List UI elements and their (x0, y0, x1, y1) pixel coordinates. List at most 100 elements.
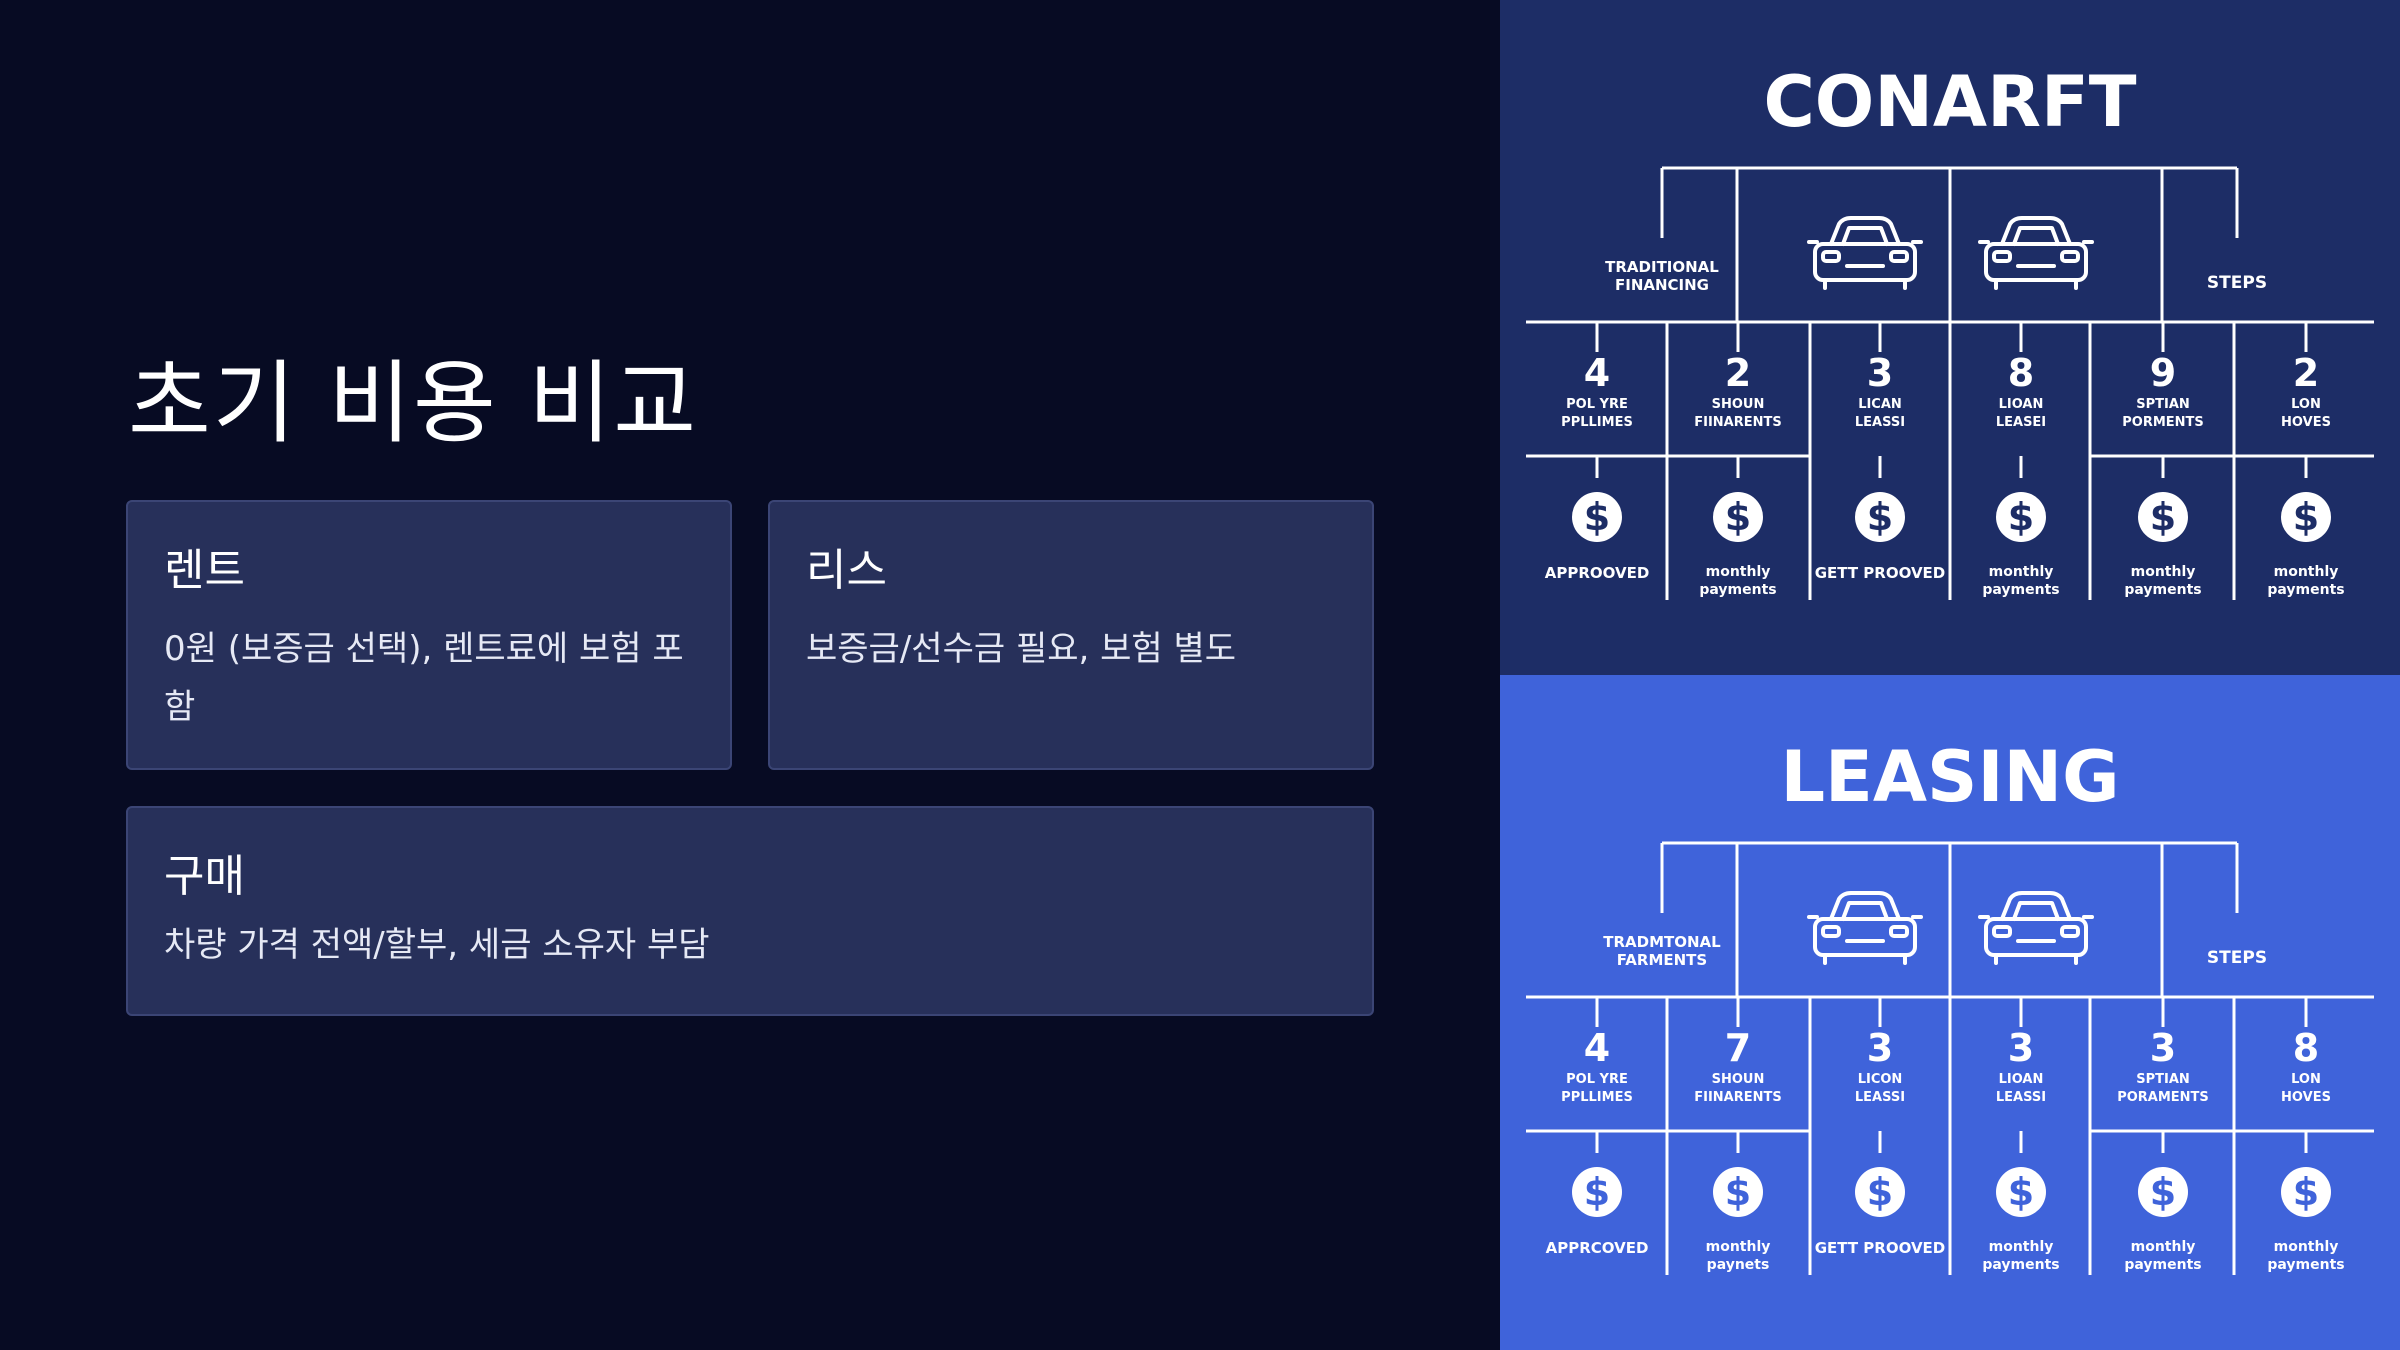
column-6-caption1: monthly (2274, 564, 2339, 580)
column-3-caption: GETT PROOVED (1815, 564, 1946, 582)
column-3-sub2: LEASSI (1855, 415, 1905, 430)
dollar-coin-icon: $ (1855, 492, 1905, 542)
column-6-sub2: HOVES (2281, 1090, 2331, 1105)
column-2-caption1: monthly (1706, 1239, 1771, 1255)
column-5-number: 3 (2150, 1026, 2176, 1070)
slide-content: 초기 비용 비교 렌트 0원 (보증금 선택), 렌트료에 보험 포함 리스 보… (126, 351, 1374, 1016)
column-3-number: 3 (1867, 351, 1893, 395)
car-icon (1807, 216, 1923, 290)
column-4-sub2: LEASEI (1996, 415, 2046, 430)
column-6-number: 2 (2293, 351, 2319, 395)
dollar-coin-icon: $ (1572, 1167, 1622, 1217)
right-label: STEPS (2207, 948, 2267, 968)
column-1-sub1: POL YRE (1566, 397, 1628, 412)
svg-text:$: $ (2150, 1170, 2176, 1214)
car-icon (1978, 216, 2094, 290)
svg-text:$: $ (1725, 1170, 1751, 1214)
slide-title: 초기 비용 비교 (128, 351, 699, 456)
column-3-caption: GETT PROOVED (1815, 1239, 1946, 1257)
dollar-coin-icon: $ (1996, 1167, 2046, 1217)
diagram-lines (1526, 166, 2374, 600)
left-label-line1: TRADMTONAL (1603, 933, 1721, 951)
column-4-caption1: monthly (1989, 1239, 2054, 1255)
rent-card-title: 렌트 (164, 545, 245, 596)
left-label-line2: FARMENTS (1617, 951, 1707, 969)
svg-text:$: $ (2293, 1170, 2319, 1214)
column-2-sub2: FIINARENTS (1694, 415, 1782, 430)
column-3-sub1: LICON (1858, 1072, 1903, 1087)
left-label-line1: TRADITIONAL (1605, 258, 1719, 276)
buy-card-body: 차량 가격 전액/할부, 세금 소유자 부담 (164, 925, 710, 965)
svg-text:$: $ (1584, 495, 1610, 539)
dollar-coin-icon: $ (1713, 1167, 1763, 1217)
lease-card-body: 보증금/선수금 필요, 보험 별도 (806, 629, 1237, 669)
dollar-coin-icon: $ (1855, 1167, 1905, 1217)
svg-text:$: $ (2008, 1170, 2034, 1214)
column-2-sub2: FIINARENTS (1694, 1090, 1782, 1105)
column-6-number: 8 (2293, 1026, 2319, 1070)
column-6-sub2: HOVES (2281, 415, 2331, 430)
column-2-sub1: SHOUN (1712, 397, 1765, 412)
infographic-heading: LEASING (1780, 736, 2119, 818)
column-5-sub1: SPTIAN (2136, 1072, 2190, 1087)
dollar-coin-icon: $ (2281, 492, 2331, 542)
column-6-caption2: payments (2267, 582, 2344, 598)
svg-text:$: $ (1867, 495, 1893, 539)
column-6-caption2: payments (2267, 1257, 2344, 1273)
column-5-sub2: PORMENTS (2122, 415, 2204, 430)
buy-card-title: 구매 (164, 851, 245, 902)
column-3-sub1: LICAN (1858, 397, 1902, 412)
column-4-sub1: LIOAN (1999, 397, 2044, 412)
column-4-caption2: payments (1982, 582, 2059, 598)
column-4-sub2: LEASSI (1996, 1090, 2046, 1105)
dollar-coin-icon: $ (2138, 1167, 2188, 1217)
infographic-heading: CONARFT (1763, 61, 2136, 143)
column-2-sub1: SHOUN (1712, 1072, 1765, 1087)
column-1-number: 4 (1584, 351, 1610, 395)
rent-card: 렌트 0원 (보증금 선택), 렌트료에 보험 포함 (126, 500, 732, 770)
car-icon (1807, 891, 1923, 965)
column-1-number: 4 (1584, 1026, 1610, 1070)
svg-text:$: $ (2293, 495, 2319, 539)
lease-card: 리스 보증금/선수금 필요, 보험 별도 (768, 500, 1374, 770)
column-4-caption1: monthly (1989, 564, 2054, 580)
column-2-caption1: monthly (1706, 564, 1771, 580)
svg-text:$: $ (2008, 495, 2034, 539)
column-4-number: 8 (2008, 351, 2034, 395)
column-5-caption2: payments (2124, 582, 2201, 598)
column-2-caption2: paynets (1707, 1257, 1770, 1273)
diagram-lines (1526, 841, 2374, 1275)
column-5-caption2: payments (2124, 1257, 2201, 1273)
column-5-caption1: monthly (2131, 564, 2196, 580)
column-3-sub2: LEASSI (1855, 1090, 1905, 1105)
left-label-line2: FINANCING (1615, 276, 1709, 294)
column-6-sub1: LON (2291, 397, 2321, 412)
right-label: STEPS (2207, 273, 2267, 293)
column-5-caption1: monthly (2131, 1239, 2196, 1255)
column-1-caption: APPROOVED (1545, 564, 1650, 582)
column-2-number: 7 (1725, 1026, 1751, 1070)
column-6-caption1: monthly (2274, 1239, 2339, 1255)
column-2-caption2: payments (1699, 582, 1776, 598)
car-icon (1978, 891, 2094, 965)
column-5-sub2: PORAMENTS (2117, 1090, 2209, 1105)
column-4-sub1: LIOAN (1999, 1072, 2044, 1087)
column-4-number: 3 (2008, 1026, 2034, 1070)
column-5-number: 9 (2150, 351, 2176, 395)
column-1-sub1: POL YRE (1566, 1072, 1628, 1087)
dollar-coin-icon: $ (2138, 492, 2188, 542)
dollar-coin-icon: $ (1713, 492, 1763, 542)
column-1-sub2: PPLLIMES (1561, 1090, 1633, 1105)
column-5-sub1: SPTIAN (2136, 397, 2190, 412)
svg-text:$: $ (2150, 495, 2176, 539)
column-3-number: 3 (1867, 1026, 1893, 1070)
svg-text:$: $ (1584, 1170, 1610, 1214)
buy-card: 구매 차량 가격 전액/할부, 세금 소유자 부담 (126, 806, 1374, 1016)
column-2-number: 2 (1725, 351, 1751, 395)
dollar-coin-icon: $ (2281, 1167, 2331, 1217)
dollar-coin-icon: $ (1572, 492, 1622, 542)
